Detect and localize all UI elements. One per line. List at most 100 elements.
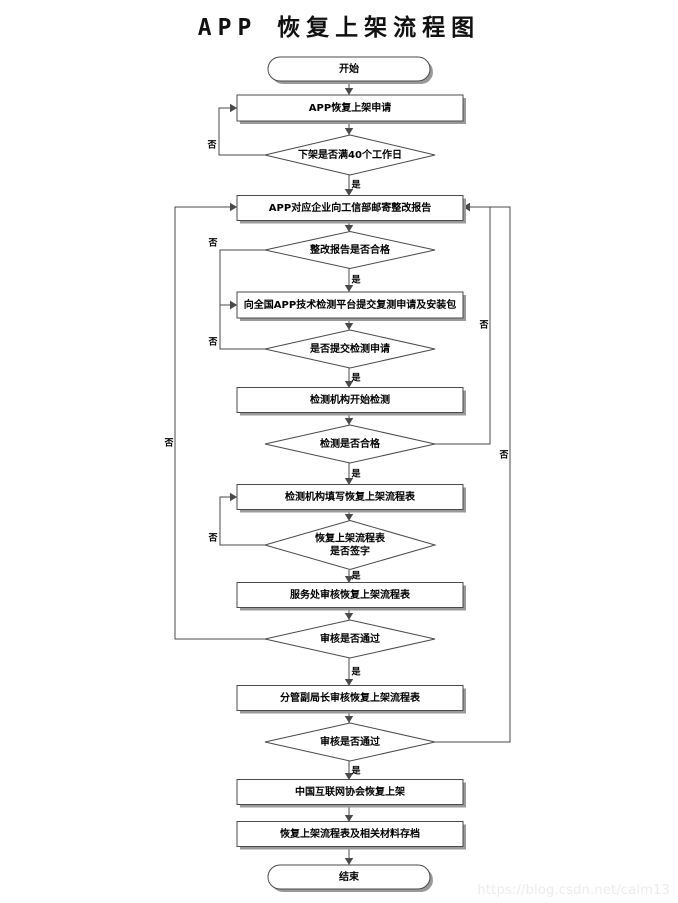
process-box[interactable] (236, 685, 464, 711)
edge-label: 是 (350, 766, 361, 777)
process-box[interactable] (236, 821, 464, 847)
node-label: 是否签字 (329, 545, 370, 558)
flow-node-dsubmit[interactable]: 是否提交检测申请 (264, 329, 436, 369)
edge-label: 是 (350, 571, 361, 582)
flow-node-fillform[interactable]: 检测机构填写恢复上架流程表 (236, 484, 466, 513)
edge-arrowhead (344, 478, 354, 485)
edge-label: 否 (207, 238, 217, 249)
decision-diamond[interactable] (264, 619, 436, 659)
flow-node-dpass2[interactable]: 审核是否通过 (264, 722, 436, 762)
edge-label: 是 (350, 180, 361, 191)
page-title: APP 恢复上架流程图 (197, 15, 481, 41)
node-label: 恢复上架流程表及相关材料存档 (280, 827, 420, 840)
process-box[interactable] (236, 387, 464, 413)
node-label: 检测机构填写恢复上架流程表 (285, 490, 416, 503)
edge-arrowhead (344, 88, 354, 95)
edge-arrowhead (230, 103, 237, 113)
node-label: 开始 (339, 62, 359, 75)
flow-edge: 是 (344, 368, 361, 388)
edge-arrowhead (344, 323, 354, 330)
flow-node-d40days[interactable]: 下架是否满40个工作日 (264, 134, 436, 176)
flow-node-end[interactable]: 结束 (267, 864, 433, 892)
edge-path (174, 206, 265, 640)
edge-arrowhead (344, 128, 354, 135)
node-label: 向全国APP技术检测平台提交复测申请及安装包 (244, 298, 456, 311)
flow-edge: 是 (344, 463, 361, 485)
process-box[interactable] (236, 195, 464, 221)
edge-arrowhead (463, 202, 470, 212)
edge-label: 否 (206, 140, 216, 151)
edge-label: 否 (478, 320, 488, 331)
edge-label: 否 (207, 533, 217, 544)
process-box[interactable] (236, 291, 464, 319)
node-label: 下架是否满40个工作日 (298, 148, 402, 161)
flow-edge: 是 (344, 570, 361, 583)
flow-node-dreport[interactable]: 整改报告是否合格 (264, 230, 436, 270)
edge-arrowhead (344, 225, 354, 232)
decision-diamond[interactable] (264, 424, 436, 464)
flow-edge: 是 (344, 761, 361, 780)
edge-arrowhead (344, 613, 354, 620)
node-label: 检测机构开始检测 (310, 393, 390, 406)
edge-label: 否 (163, 438, 173, 449)
process-box[interactable] (236, 779, 464, 805)
flow-edge: 否 (207, 492, 265, 546)
flow-edge: 是 (344, 658, 361, 686)
flow-node-dpass1[interactable]: 审核是否通过 (264, 619, 436, 659)
edge-arrowhead (230, 492, 237, 502)
node-label: 检测是否合格 (320, 437, 381, 450)
flow-node-relist[interactable]: 中国互联网协会恢复上架 (236, 779, 466, 808)
edge-arrowhead (344, 418, 354, 425)
node-label: 恢复上架流程表 (315, 532, 386, 545)
flow-node-report[interactable]: APP对应企业向工信部邮寄整改报告 (236, 195, 466, 224)
edge-arrowhead (344, 189, 354, 196)
flow-node-review1[interactable]: 服务处审核恢复上架流程表 (236, 582, 466, 611)
flow-node-testing[interactable]: 检测机构开始检测 (236, 387, 466, 416)
flow-edge: 是 (344, 268, 361, 292)
edge-label: 是 (350, 667, 361, 678)
edge-arrowhead (344, 381, 354, 388)
node-label: 整改报告是否合格 (309, 243, 391, 256)
edge-arrowhead (230, 202, 237, 212)
node-label: APP对应企业向工信部邮寄整改报告 (269, 201, 431, 214)
terminator-shape[interactable] (267, 864, 431, 890)
flow-edge: 否 (435, 202, 511, 743)
flow-node-archive[interactable]: 恢复上架流程表及相关材料存档 (236, 821, 466, 850)
flow-node-start[interactable]: 开始 (267, 56, 433, 84)
process-box[interactable] (236, 94, 464, 122)
decision-diamond[interactable] (263, 519, 437, 571)
flow-edge: 否 (206, 103, 265, 156)
flow-node-submit[interactable]: 向全国APP技术检测平台提交复测申请及安装包 (236, 291, 466, 321)
edge-label: 否 (498, 450, 508, 461)
node-label: 中国互联网协会恢复上架 (295, 785, 405, 798)
edge-arrowhead (344, 679, 354, 686)
decision-diamond[interactable] (264, 134, 436, 176)
edge-arrowhead (344, 773, 354, 780)
process-box[interactable] (236, 484, 464, 510)
node-label: APP恢复上架申请 (309, 101, 391, 114)
flow-edge: 否 (163, 202, 265, 640)
terminator-shape[interactable] (267, 56, 431, 82)
node-label: 是否提交检测申请 (309, 342, 390, 355)
node-label: 结束 (339, 870, 360, 883)
process-box[interactable] (236, 582, 464, 608)
flow-node-dtest[interactable]: 检测是否合格 (264, 424, 436, 464)
edge-label: 否 (207, 337, 217, 348)
edge-label: 是 (350, 373, 361, 384)
node-label: 审核是否通过 (320, 632, 380, 645)
edge-arrowhead (344, 576, 354, 583)
flow-edge: 是 (344, 175, 361, 196)
edge-path (219, 304, 265, 350)
flow-node-review2[interactable]: 分管副局长审核恢复上架流程表 (236, 685, 466, 714)
decision-diamond[interactable] (264, 722, 436, 762)
decision-diamond[interactable] (264, 230, 436, 270)
decision-diamond[interactable] (264, 329, 436, 369)
flow-node-apply[interactable]: APP恢复上架申请 (236, 94, 466, 124)
edge-arrowhead (344, 858, 354, 865)
node-label: 分管副局长审核恢复上架流程表 (280, 691, 421, 704)
edge-arrowhead (230, 300, 237, 310)
edge-path (218, 107, 265, 156)
